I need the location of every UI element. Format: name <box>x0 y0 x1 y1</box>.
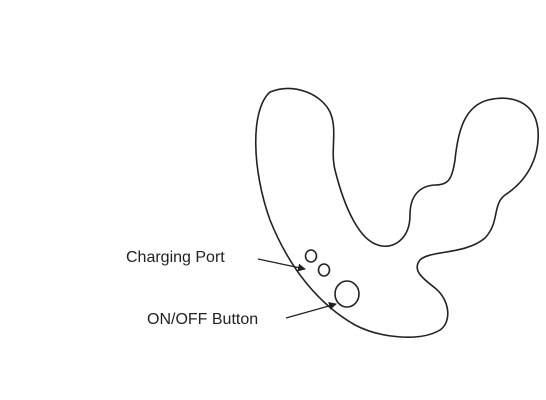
on-off-button-shape <box>334 280 360 308</box>
charging-port-label: Charging Port <box>126 249 225 266</box>
charging-port-arrow <box>257 258 306 272</box>
on-off-button-label: ON/OFF Button <box>147 311 259 328</box>
charging-port-hole-2 <box>317 263 331 277</box>
charging-port-hole-1 <box>304 249 318 263</box>
on-off-button-arrow <box>285 302 337 319</box>
device-outline <box>254 87 539 338</box>
